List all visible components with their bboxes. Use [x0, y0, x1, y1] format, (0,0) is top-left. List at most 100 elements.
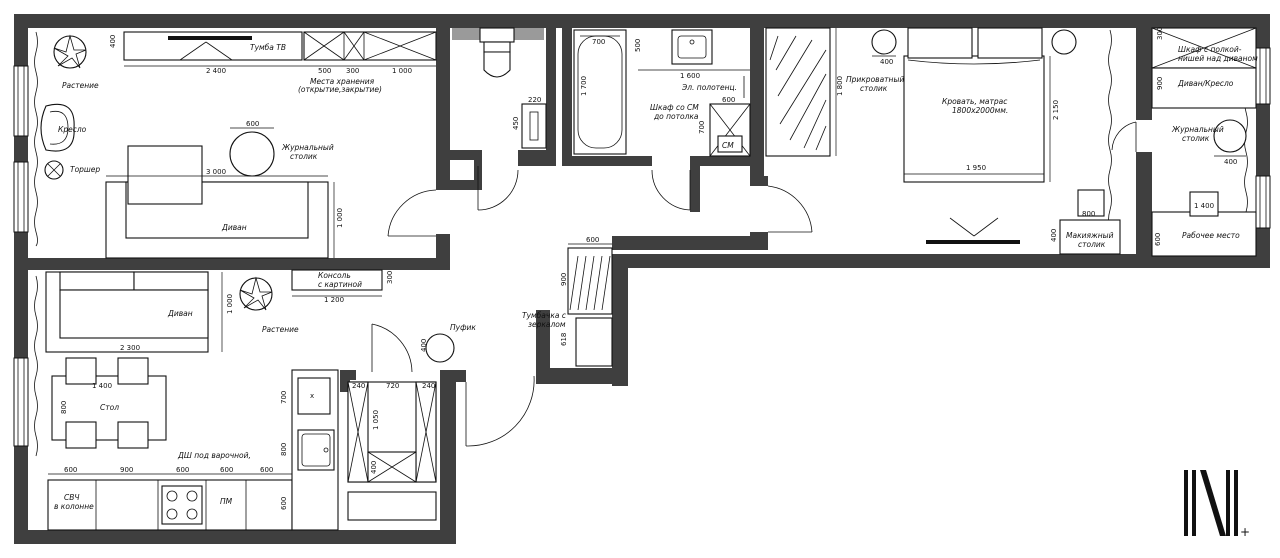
bedside-label-1: Прикроватный: [846, 75, 904, 84]
pouf: [425, 333, 455, 363]
pm-label: ПМ: [220, 497, 233, 506]
wm-label: СМ: [722, 141, 734, 150]
dim-2300: 2 300: [120, 344, 140, 352]
dim-500: 500: [318, 67, 331, 75]
dim-900a: 900: [120, 466, 133, 474]
sofa-chair-label: Диван/Кресло: [1177, 79, 1234, 88]
armchair-icon: [40, 103, 75, 152]
hob-dw-label: ДШ под варочной,: [177, 451, 251, 460]
bedroom: 1 800 400 Прикроватный столик Кровать, м…: [765, 27, 1121, 255]
dim-400e: 400: [1050, 229, 1058, 242]
console: [291, 269, 383, 291]
coffee-table-label-1: Журнальный: [281, 143, 334, 152]
shelf-label-2: нишей над диваном: [1178, 54, 1258, 63]
dim-450: 450: [512, 117, 520, 130]
dim-720: 720: [386, 382, 399, 390]
dim-300: 300: [346, 67, 359, 75]
dim-500b: 500: [634, 39, 642, 52]
bed-label-1: Кровать, матрас: [942, 97, 1008, 106]
dim-400: 400: [109, 35, 117, 48]
hallway: 600 900 618 Тумбачка с зеркалом: [522, 236, 613, 367]
dim-800b: 800: [280, 443, 288, 456]
dim-3000: 3 000: [206, 168, 226, 176]
sofa-2-label: Диван: [167, 309, 193, 318]
vanity-label-2: столик: [1078, 240, 1106, 249]
kitchen: Диван 2 300 1 000 Растение Консоль с кар…: [45, 269, 476, 531]
dim-1800: 1 800: [836, 76, 844, 96]
dim-800c: 800: [1082, 210, 1095, 218]
dim-300c: 300: [1156, 27, 1164, 40]
dim-618: 618: [560, 333, 568, 346]
plant-icon: [53, 34, 87, 69]
dining-table: [51, 357, 167, 449]
bedside-label-2: столик: [860, 84, 888, 93]
plant-2-label: Растение: [262, 325, 299, 334]
dim-300b: 300: [386, 271, 394, 284]
shelf-label-1: Шкаф с полкой-: [1178, 45, 1242, 54]
toilet-icon: [483, 41, 511, 78]
sofa-1-label: Диван: [221, 223, 247, 232]
dim-400f: 400: [1224, 158, 1237, 166]
wardrobe-wm-label-2: до потолка: [653, 112, 699, 121]
dim-2400: 2 400: [206, 67, 226, 75]
workplace-label: Рабочее место: [1182, 231, 1240, 240]
dim-1050: 1 050: [372, 410, 380, 430]
dim-700a: 700: [280, 391, 288, 404]
sofa-2: [45, 271, 209, 353]
dim-700c: 700: [698, 121, 706, 134]
tv-stand-label: Тумба ТВ: [250, 43, 286, 52]
dim-1200: 1 200: [324, 296, 344, 304]
dim-1400b: 1 400: [1194, 202, 1214, 210]
sofa-1: [105, 145, 329, 259]
dim-600g: 600: [586, 236, 599, 244]
wardrobe-wm-label-1: Шкаф со СМ: [650, 103, 699, 112]
dim-1600: 1 600: [680, 72, 700, 80]
dim-400b: 400: [370, 461, 378, 474]
dim-400d: 400: [880, 58, 893, 66]
dim-1400a: 1 400: [92, 382, 112, 390]
coffee-table: [229, 131, 275, 177]
storage-label-1: Места хранения: [310, 77, 375, 86]
plant-label: Растение: [62, 81, 99, 90]
living-room: Тумба ТВ 2 400 500 300 1 000 400 Места х…: [40, 31, 437, 259]
bathroom: 220 450 700 1 700 1 600 500 Эл. полотенц…: [452, 27, 751, 157]
bedside-left: [871, 29, 897, 55]
bed-label-2: 1800х2000мм.: [952, 106, 1008, 115]
dim-600b: 600: [64, 466, 77, 474]
bathtub-icon: [573, 29, 627, 155]
dim-220: 220: [528, 96, 541, 104]
hob-icon: [161, 485, 203, 525]
floor-lamp-icon: [44, 160, 64, 180]
dim-1700: 1 700: [580, 76, 588, 96]
bedside-right: [1051, 29, 1077, 55]
svg-text:+: +: [1240, 525, 1250, 539]
dim-800a: 800: [60, 401, 68, 414]
pouf-label: Пуфик: [450, 323, 476, 332]
table-label: Стол: [100, 403, 119, 412]
dim-1000: 1 000: [392, 67, 412, 75]
armchair-label: Кресло: [58, 125, 87, 134]
dim-1950: 1 950: [966, 164, 986, 172]
floor-lamp-label: Торшер: [70, 165, 100, 174]
bath-sink-icon: [671, 29, 713, 65]
microwave-label-1: СВЧ: [64, 493, 80, 502]
study-coffee-table: [1213, 119, 1247, 153]
vanity-label-1: Макияжный: [1066, 231, 1114, 240]
coffee-table-label-2: столик: [290, 152, 318, 161]
doors: [371, 121, 1137, 447]
dim-600c: 600: [176, 466, 189, 474]
dim-240b: 240: [422, 382, 435, 390]
dim-2150: 2 150: [1052, 100, 1060, 120]
dim-1000b: 1 000: [336, 208, 344, 228]
microwave-label-2: в колонне: [54, 502, 94, 511]
dim-600a: 600: [246, 120, 259, 128]
dim-1000c: 1 000: [226, 294, 234, 314]
dim-700b: 700: [592, 38, 605, 46]
walls: [14, 14, 1270, 544]
x-mark: x: [310, 392, 314, 400]
dim-240a: 240: [352, 382, 365, 390]
sink-icon: [297, 429, 335, 471]
dim-900c: 900: [1156, 77, 1164, 90]
dim-900b: 900: [560, 273, 568, 286]
windows: [13, 29, 1271, 457]
